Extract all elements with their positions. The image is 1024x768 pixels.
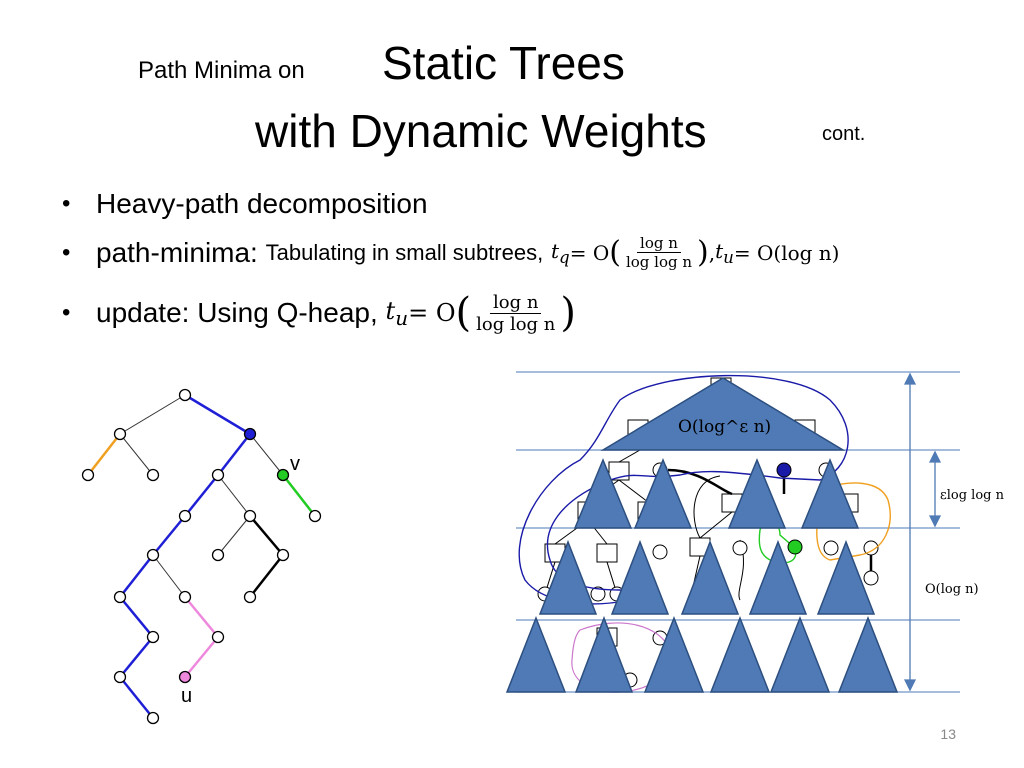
green-node <box>787 539 803 555</box>
title-prefix: Path Minima on <box>138 57 305 84</box>
bullet-dot: • <box>62 190 71 217</box>
title-line-2: with Dynamic Weights <box>255 105 707 157</box>
tq-fraction: log n log log n <box>623 234 695 271</box>
tu-var: tu <box>385 296 409 330</box>
paren-close: ) <box>560 290 576 336</box>
bullet-dot: • <box>62 299 71 326</box>
dim-label-middle: εlog log n <box>940 488 1005 503</box>
paren-open: ( <box>609 235 621 270</box>
bullet-path-minima: • path-minima: Tabulating in small subtr… <box>62 234 839 271</box>
node-label-v: v <box>290 453 300 475</box>
frac-den: log log n <box>476 313 556 335</box>
tree-nodes <box>81 388 322 725</box>
tu-fraction: log n log log n <box>473 292 558 335</box>
bullet-label: path-minima: <box>96 236 258 268</box>
blue-region-outline <box>518 374 849 605</box>
dim-label-bottom: O(log n) <box>925 582 979 597</box>
page-number: 13 <box>940 726 956 742</box>
bullet-text: Heavy-path decomposition <box>96 188 428 219</box>
bullet-label: update: Using Q-heap, <box>96 297 378 328</box>
tu-eq: = O <box>408 299 456 327</box>
dimension-arrows <box>903 372 942 692</box>
bullet-detail: Tabulating in small subtrees, <box>265 239 544 265</box>
top-triangle-label: O(log^ε n) <box>678 417 771 437</box>
tree-edges <box>87 393 316 719</box>
title-suffix: cont. <box>822 123 866 145</box>
frac-num: log n <box>490 292 542 314</box>
separator: , <box>708 240 716 265</box>
bullet-dot: • <box>62 238 71 266</box>
frac-den: log log n <box>625 253 693 271</box>
tu-rhs: = O(log n) <box>733 240 840 265</box>
bullet-heavy-path: • Heavy-path decomposition <box>62 188 428 220</box>
frac-num: log n <box>637 234 681 253</box>
tu-var: tu <box>715 238 734 267</box>
blue-node <box>776 462 792 478</box>
triangles <box>505 377 899 693</box>
node-label-u: u <box>181 685 192 707</box>
bullet-update: • update: Using Q-heap, tu = O ( log n l… <box>62 290 576 336</box>
title-line-1: Static Trees <box>382 37 625 89</box>
tq-eq: = O <box>569 240 610 265</box>
tq-var: tq <box>551 238 570 267</box>
paren-open: ( <box>455 290 472 336</box>
paren-close: ) <box>697 235 709 270</box>
orange-region-outline <box>816 482 891 561</box>
